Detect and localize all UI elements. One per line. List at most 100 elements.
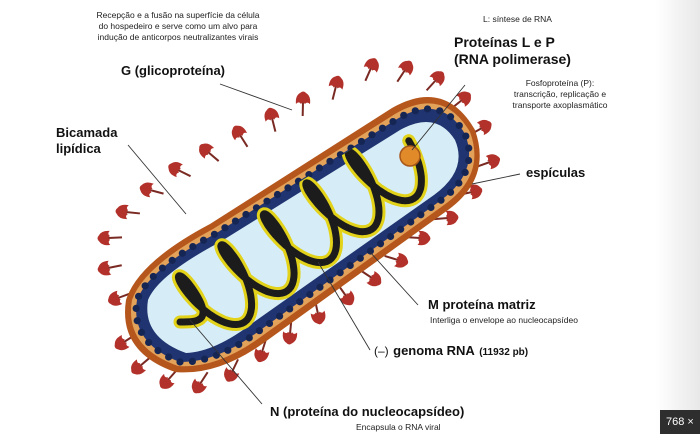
matrix-bead xyxy=(455,179,462,186)
spike-head xyxy=(106,291,123,309)
label-genome: (–) genoma RNA (11932 pb) xyxy=(374,342,528,360)
matrix-bead xyxy=(357,255,364,262)
spike-head xyxy=(165,159,183,177)
spike-glycoprotein xyxy=(228,122,247,147)
lp-line-1: Proteínas L e P xyxy=(454,34,571,51)
matrix-bead xyxy=(389,118,396,125)
spike-stem xyxy=(208,152,219,161)
spike-head xyxy=(282,331,297,345)
matrix-bead xyxy=(465,157,472,164)
matrix-bead xyxy=(138,329,145,336)
matrix-bead xyxy=(462,169,469,176)
spike-stem xyxy=(240,135,247,147)
spike-glycoprotein xyxy=(115,204,140,220)
matrix-bead xyxy=(424,105,431,112)
spike-head xyxy=(221,367,239,384)
note-line-2: do hospedeiro e serve como um alvo para xyxy=(68,21,288,32)
spike-head xyxy=(366,271,384,290)
matrix-bead xyxy=(235,341,242,348)
matrix-bead xyxy=(266,320,273,327)
spike-head xyxy=(111,335,129,354)
matrix-bead xyxy=(447,113,454,120)
matrix-bead xyxy=(189,243,196,250)
spike-head xyxy=(96,261,111,277)
spike-stem xyxy=(108,237,122,238)
matrix-bead xyxy=(417,211,424,218)
spike-head xyxy=(394,253,410,270)
matrix-bead xyxy=(316,284,323,291)
spike-glycoprotein xyxy=(397,57,416,81)
n-protein-note: Encapsula o RNA viral xyxy=(356,422,441,432)
spike-head xyxy=(418,231,431,246)
matrix-bead xyxy=(189,358,196,365)
matrix-bead xyxy=(142,282,149,289)
matrix-bead xyxy=(133,305,140,312)
matrix-bead xyxy=(246,334,253,341)
spike-head xyxy=(486,152,503,170)
spike-glycoprotein xyxy=(165,159,190,177)
spike-glycoprotein xyxy=(127,357,150,378)
spike-head xyxy=(115,204,129,220)
matrix-bead xyxy=(412,107,419,114)
bilayer-line-2: lipídica xyxy=(56,141,117,157)
spike-stem xyxy=(200,372,208,384)
spike-glycoprotein xyxy=(96,261,121,277)
matrix-bead xyxy=(326,158,333,165)
spike-glycoprotein xyxy=(195,140,218,161)
matrix-bead xyxy=(176,358,183,365)
matrix-bead xyxy=(211,231,218,238)
matrix-bead xyxy=(465,145,472,152)
note-line-1: Recepção e a fusão na superfície da célu… xyxy=(68,10,288,21)
image-size-badge: 768 × xyxy=(660,410,700,434)
matrix-bead xyxy=(169,257,176,264)
matrix-bead xyxy=(213,352,220,359)
spike-glycoprotein xyxy=(338,285,358,309)
label-spicules: espículas xyxy=(526,165,585,180)
p-note-line-1: Fosfoproteína (P): xyxy=(492,78,628,89)
spike-glycoprotein xyxy=(364,56,382,81)
spike-glycoprotein xyxy=(188,372,207,396)
label-m-protein: M proteína matriz xyxy=(428,297,536,312)
matrix-bead xyxy=(427,204,434,211)
spike-head xyxy=(252,348,269,364)
spike-glycoprotein xyxy=(427,67,449,90)
spike-glycoprotein xyxy=(329,74,346,100)
lp-line-2: (RNA polimerase) xyxy=(454,51,571,68)
p-note-line-3: transporte axoplasmático xyxy=(492,100,628,111)
matrix-bead xyxy=(358,138,365,145)
spike-stem xyxy=(365,68,371,81)
matrix-bead xyxy=(367,247,374,254)
spike-head xyxy=(263,106,280,122)
g-protein-function-note: Recepção e a fusão na superfície da célu… xyxy=(68,10,288,43)
spike-head xyxy=(97,231,110,246)
matrix-bead xyxy=(387,233,394,240)
m-protein-note: Interliga o envelope ao nucleocapsídeo xyxy=(430,315,578,325)
matrix-bead xyxy=(242,211,249,218)
spike-glycoprotein xyxy=(360,270,384,290)
p-protein-note: Fosfoproteína (P): transcrição, replicaç… xyxy=(492,78,628,111)
spike-head xyxy=(329,74,346,90)
spike-glycoprotein xyxy=(97,231,122,246)
matrix-bead xyxy=(347,262,354,269)
spike-stem xyxy=(333,86,336,100)
spike-stem xyxy=(150,190,164,194)
spike-stem xyxy=(108,265,122,268)
matrix-bead xyxy=(224,347,231,354)
matrix-bead xyxy=(407,218,414,225)
spike-head xyxy=(138,180,154,197)
leader-spicules xyxy=(472,174,520,184)
spike-glycoprotein xyxy=(477,152,502,170)
matrix-bead xyxy=(159,264,166,271)
rna-polymerase-sphere xyxy=(400,146,420,166)
spike-stem xyxy=(272,118,275,132)
leader-bilayer xyxy=(128,145,186,214)
matrix-bead xyxy=(154,347,161,354)
label-bilayer: Bicamada lipídica xyxy=(56,125,117,157)
spike-head xyxy=(398,57,417,75)
matrix-bead xyxy=(296,298,303,305)
spike-head xyxy=(188,378,207,396)
spike-glycoprotein xyxy=(156,369,178,392)
matrix-bead xyxy=(397,226,404,233)
spike-stem xyxy=(178,170,191,176)
matrix-bead xyxy=(150,273,157,280)
